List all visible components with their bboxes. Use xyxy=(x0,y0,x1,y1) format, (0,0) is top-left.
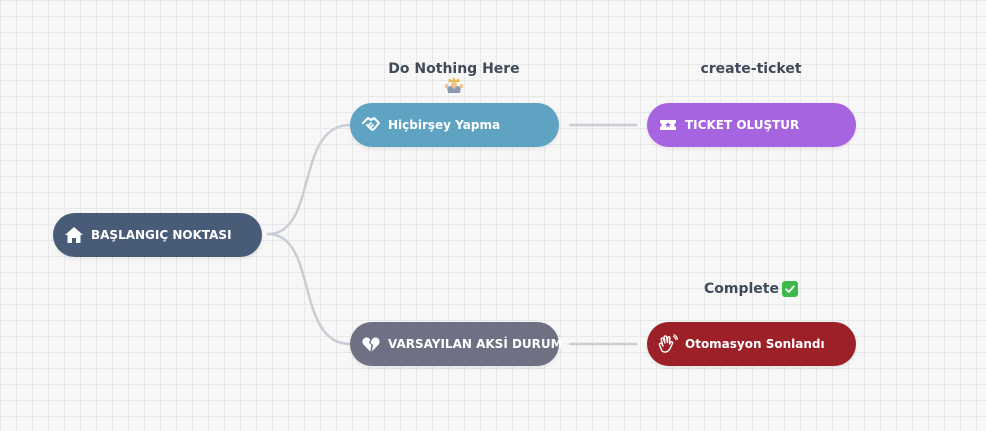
caption-do-nothing: Do Nothing Here xyxy=(354,61,554,77)
handshake-icon xyxy=(360,114,382,136)
ticket-icon xyxy=(657,114,679,136)
node-start[interactable]: BAŞLANGIÇ NOKTASI xyxy=(53,213,262,257)
broken-heart-icon xyxy=(360,333,382,355)
caption-end: Complete xyxy=(651,281,851,297)
node-end-label: Otomasyon Sonlandı xyxy=(685,337,825,351)
home-icon xyxy=(63,224,85,246)
node-ticket[interactable]: TICKET OLUŞTUR xyxy=(647,103,856,147)
waving-hands-icon xyxy=(657,333,679,355)
connector-start-to-do-nothing xyxy=(266,123,352,236)
node-end[interactable]: Otomasyon Sonlandı xyxy=(647,322,856,366)
node-do-nothing[interactable]: Hiçbirşey Yapma xyxy=(350,103,559,147)
node-do-nothing-label: Hiçbirşey Yapma xyxy=(388,118,501,132)
node-default[interactable]: VARSAYILAN AKSİ DURUM xyxy=(350,322,563,366)
caption-end-text: Complete xyxy=(704,281,779,297)
caption-ticket: create-ticket xyxy=(651,61,851,77)
node-default-label: VARSAYILAN AKSİ DURUM xyxy=(388,337,563,351)
check-mark-icon xyxy=(781,281,798,297)
man-gesturing-icon xyxy=(445,77,463,93)
caption-ticket-text: create-ticket xyxy=(700,61,802,77)
node-start-label: BAŞLANGIÇ NOKTASI xyxy=(91,228,232,242)
caption-do-nothing-text: Do Nothing Here xyxy=(388,61,520,77)
node-ticket-label: TICKET OLUŞTUR xyxy=(685,118,800,132)
connector-start-to-default xyxy=(266,232,352,346)
